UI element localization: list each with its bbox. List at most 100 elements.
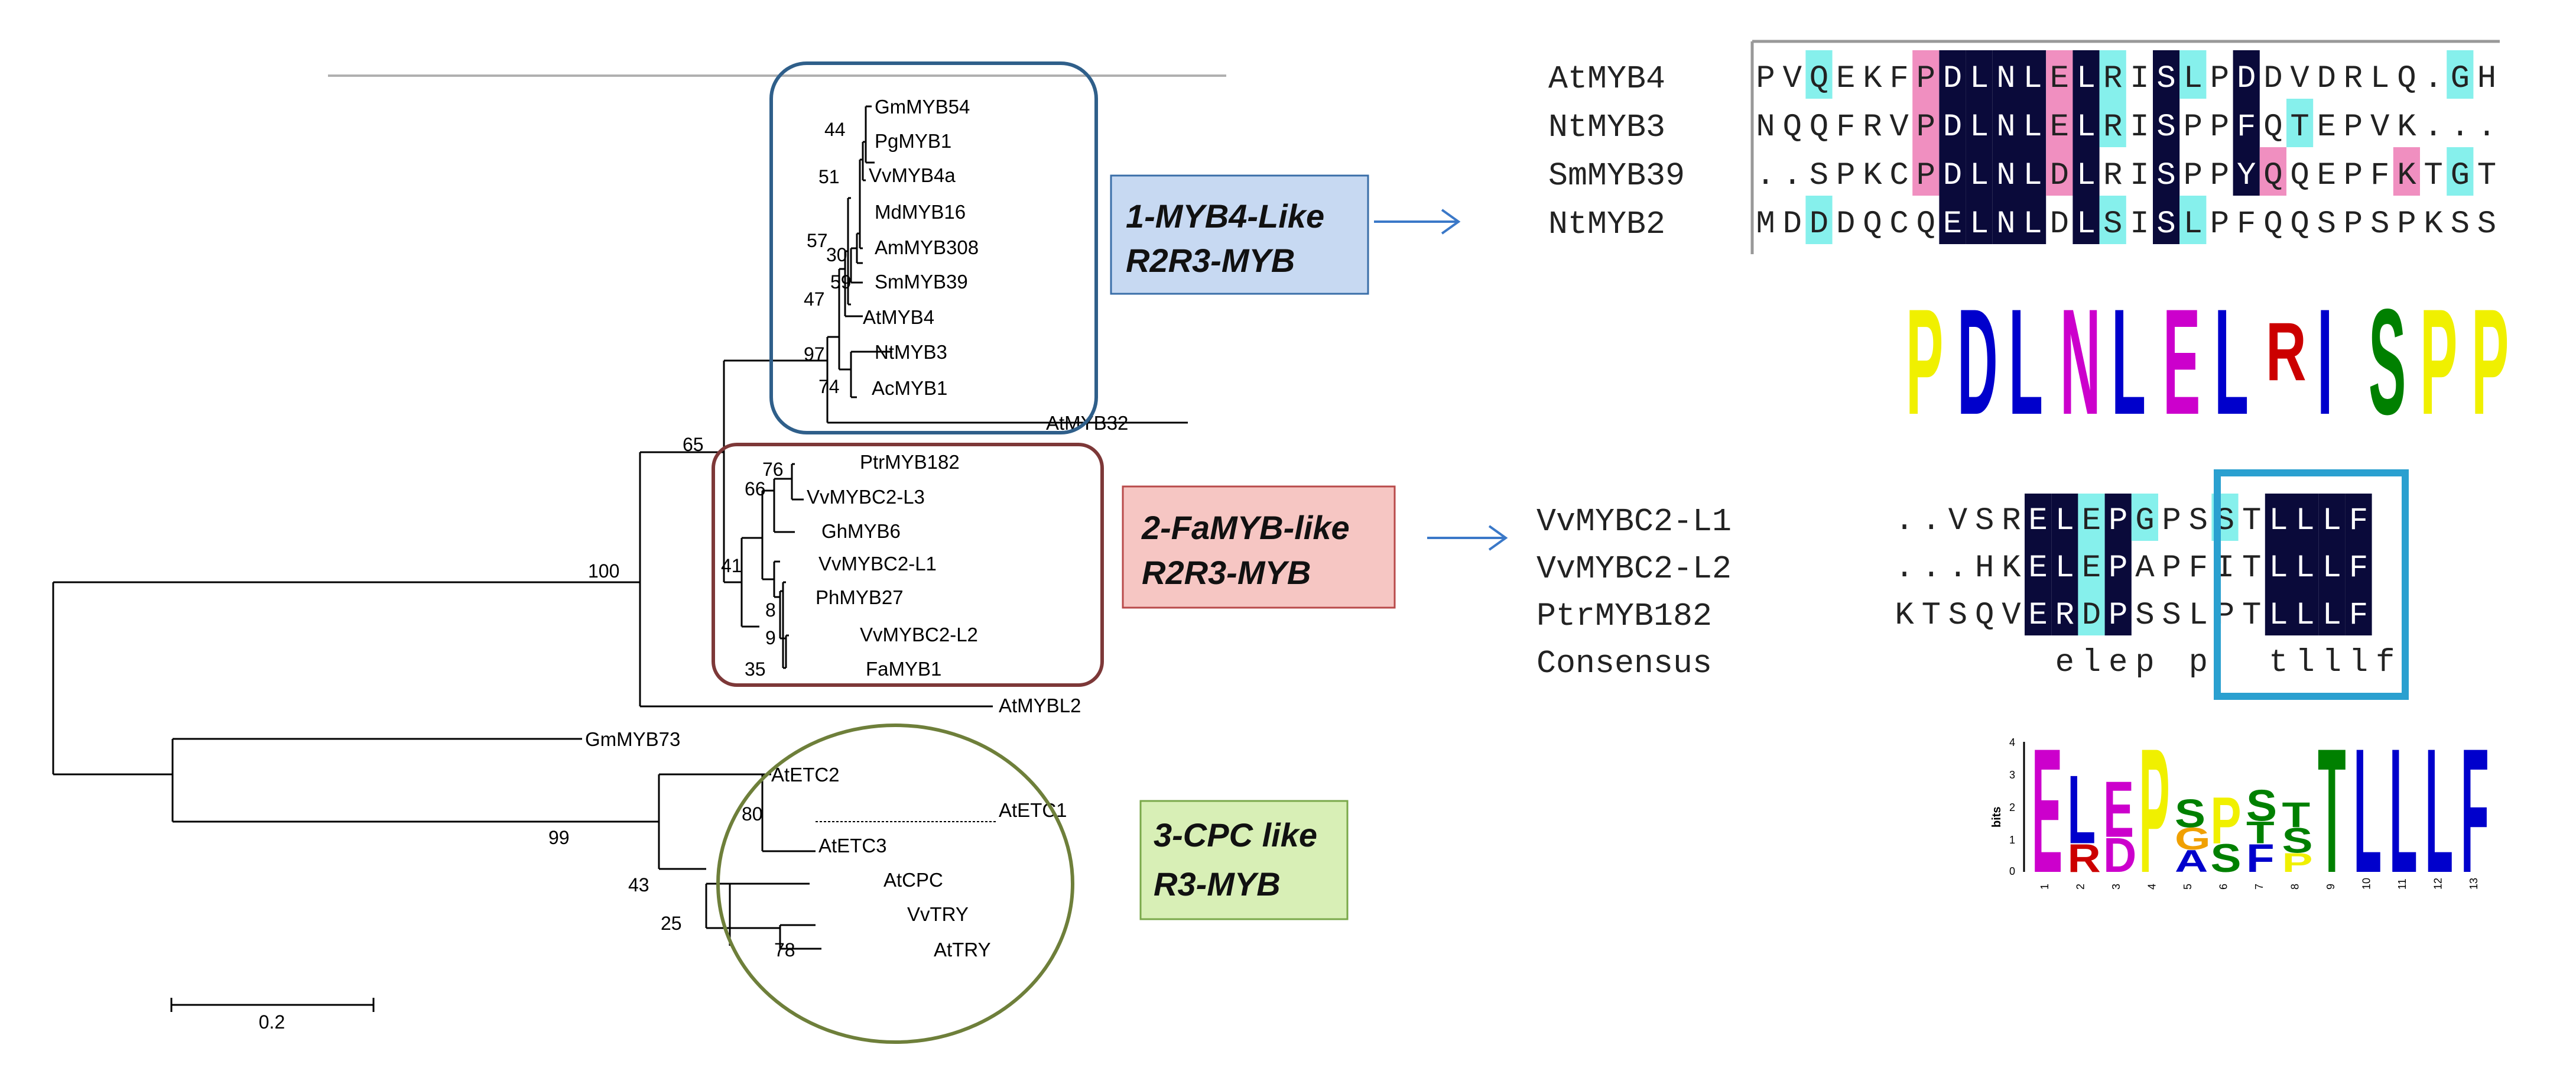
residue: l [2349,645,2368,681]
group-subtitle: R2R3-MYB [1126,242,1295,279]
position-label: 5 [2182,884,2194,890]
residue: L [2023,206,2042,242]
residue: L [1970,109,1989,145]
leaf-label: PtrMYB182 [860,451,960,473]
logo2-axis-label: bits [1990,806,2003,828]
bootstrap-value: 65 [683,434,704,455]
residue: L [2295,598,2314,634]
group-title: 1-MYB4-Like [1126,197,1324,235]
logo-letter: P [1906,277,1943,446]
logo-letter: S [2282,820,2313,860]
alignment-cell [1912,147,1940,196]
residue: L [2269,598,2288,634]
alignment-cell [2073,50,2100,99]
logo-letter: L [2112,277,2146,446]
logo-letter: P [2139,712,2170,910]
bootstrap-values: 44 51 57 30 59 47 97 74 65 100 76 66 41 … [548,119,852,961]
residue: F [1836,109,1855,145]
residue: E [2082,550,2101,586]
bootstrap-value: 51 [818,166,840,187]
logo-letter: D [2103,828,2136,883]
alignment-cell [2046,99,2073,147]
residue: D [2050,158,2069,194]
residue: D [2317,61,2336,97]
logo-letter: T [2282,795,2311,835]
residue: L [2184,61,2203,97]
alignment-cell [2318,588,2346,635]
residue: Q [1863,206,1882,242]
logo-letter: D [1957,277,1998,446]
alignment-1-names: AtMYB4 NtMYB3 SmMYB39 NtMYB2 [1548,60,1685,243]
residue: T [2242,550,2261,586]
alignment-cell [1966,196,1993,244]
residue: T [2477,158,2496,194]
logo-letter: N [2060,277,2101,446]
seq-name: NtMYB2 [1548,206,1665,243]
residue: Q [2290,206,2309,242]
residue: R [2103,61,2122,97]
leaf-labels: GmMYB54 PgMYB1 VvMYB4a MdMYB16 AmMYB308 … [585,96,1128,961]
bootstrap-value: 76 [762,459,784,480]
bootstrap-value: 97 [804,343,825,365]
logo-letter: R [2266,306,2307,398]
leaf-label: AtMYB4 [863,306,934,328]
residue: Q [1810,61,1828,97]
group-title: 3-CPC like [1154,816,1317,854]
bootstrap-value: 44 [824,119,846,140]
logo-letter: L [2214,277,2249,446]
residue: P [2162,550,2181,586]
alignment-cell [2179,50,2207,99]
logo-letter: S [2175,791,2205,836]
residue: . [1948,550,1967,586]
leaf-label: GmMYB73 [585,728,680,750]
residue: E [2317,158,2336,194]
alignment-cell [2073,99,2100,147]
residue: e [2109,645,2127,681]
residue: I [2130,109,2149,145]
position-label: 8 [2289,884,2301,890]
residue: Q [2290,158,2309,194]
scale-bar: 0.2 [170,998,375,1033]
alignment-cell [2318,494,2346,541]
residue: V [2290,61,2309,97]
group-box [1110,174,1369,295]
logo-letter: P [2471,277,2509,446]
logo2-ticks: 4 3 2 1 0 [2009,737,2015,877]
leaf-label: GmMYB54 [875,96,970,118]
residue: e [2055,645,2074,681]
leaf-label: VvMYBC2-L2 [860,624,978,645]
alignment-cell [2265,494,2292,541]
residue: R [2002,503,2020,539]
residue: . [2451,109,2470,145]
alignment-cell [2104,541,2132,588]
residue: I [2130,61,2149,97]
position-label: 9 [2325,884,2337,890]
residue: P [2162,503,2181,539]
residue: R [2344,61,2363,97]
y-tick: 0 [2009,865,2015,877]
arrow-right [1427,525,1508,551]
residue: N [1996,158,2015,194]
residue: G [2135,503,2154,539]
group-subtitle: R3-MYB [1154,865,1281,903]
residue: D [1783,206,1802,242]
leaf-label: AtETC2 [771,764,840,786]
residue: F [2237,109,2256,145]
residue: T [2290,109,2309,145]
alignment-cell [2292,588,2319,635]
leaf-label: AtETC3 [818,835,887,857]
residue: V [1889,109,1909,145]
residue: P [2397,206,2416,242]
alignment-cell [2078,494,2105,541]
bootstrap-value: 43 [628,874,649,896]
logo-letter: I [2317,277,2333,446]
leaf-label: PhMYB27 [816,586,904,608]
residue: L [2077,61,2096,97]
position-label: 6 [2218,884,2230,890]
scale-bar-label: 0.2 [259,1011,285,1033]
residue: L [2023,158,2042,194]
